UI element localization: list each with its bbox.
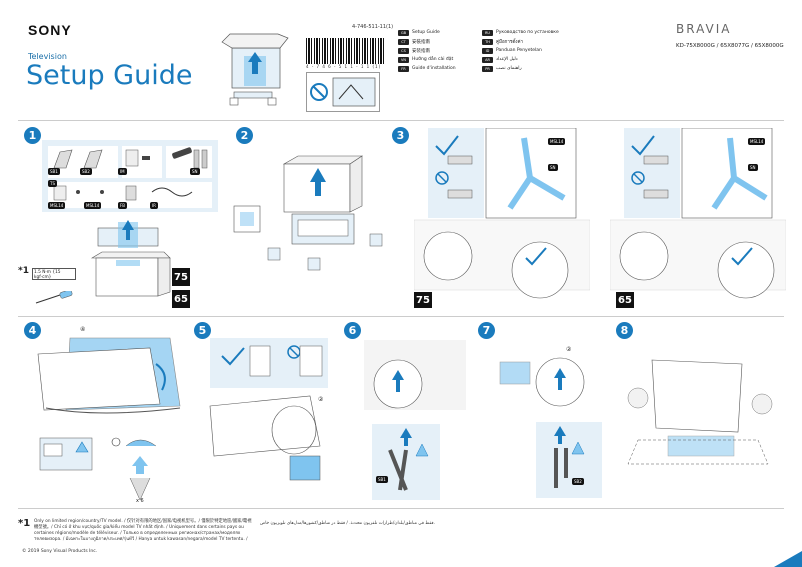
step3-65-illustration xyxy=(610,128,786,308)
step5-marker: ② xyxy=(318,396,324,403)
part-label: SN xyxy=(190,168,200,175)
size-badge-75: 75 xyxy=(414,292,432,308)
step7-marker: ② xyxy=(566,346,572,353)
divider xyxy=(18,120,784,121)
page-title: Setup Guide xyxy=(26,60,193,91)
stand-label: SN xyxy=(748,164,758,171)
screw-label: MSL14 xyxy=(548,138,566,145)
part-label: IM xyxy=(118,168,127,175)
footnote-text: Only on limited region/country/TV model.… xyxy=(34,519,252,542)
footnote-marker: *1 xyxy=(18,266,29,276)
step3-75-illustration xyxy=(414,128,590,308)
divider xyxy=(18,508,784,509)
step-number: 1 xyxy=(24,127,41,144)
step-number: 4 xyxy=(24,322,41,339)
part-label: SB1 xyxy=(376,476,388,483)
copyright: © 2019 Sony Visual Products Inc. xyxy=(22,549,98,554)
warning-illustration xyxy=(306,72,380,112)
step4-marker: ④ xyxy=(80,326,86,333)
part-label: TS xyxy=(48,180,57,187)
step5-illustration xyxy=(200,336,338,496)
size-badge-65: 65 xyxy=(172,290,190,308)
step-number: 5 xyxy=(194,322,211,339)
stand-label: SN xyxy=(548,164,558,171)
step-number: 6 xyxy=(344,322,361,339)
barcode-number: 4 - 7 4 6 - 5 1 1 - 1 1 (1) xyxy=(306,64,382,69)
part-label: SB1 xyxy=(48,168,60,175)
header-box-illustration xyxy=(218,28,290,108)
size-badge-75: 75 xyxy=(172,268,190,286)
step-number: 2 xyxy=(236,127,253,144)
size-badge-65: 65 xyxy=(616,292,634,308)
product-category: Television xyxy=(28,52,67,61)
screw-label: MSL14 xyxy=(748,138,766,145)
footnote-arabic: فقط في مناطق/بلدان/طرازات تلفزيون محددة.… xyxy=(260,521,435,526)
torque-note: 1.5 N·m {15 kgf·cm} xyxy=(32,268,76,280)
footnote-marker: *1 xyxy=(18,518,31,529)
brand-logo: SONY xyxy=(28,22,72,38)
step-number: 7 xyxy=(478,322,495,339)
part-label: MSL14 xyxy=(84,202,102,209)
document-number: 4-746-511-11(1) xyxy=(352,24,394,30)
page-corner xyxy=(774,551,802,567)
part-label: SB2 xyxy=(80,168,92,175)
barcode xyxy=(306,38,384,64)
part-label: MSL14 xyxy=(48,202,66,209)
step-number: 3 xyxy=(392,127,409,144)
model-list: KD-75X8000G / 65X8077G / 65X8000G xyxy=(676,43,784,49)
divider xyxy=(18,316,784,317)
box-illustration xyxy=(88,218,174,306)
parts-panel xyxy=(42,140,218,212)
step4-illustration xyxy=(30,334,190,504)
step2-illustration xyxy=(232,150,392,280)
part-label: SB2 xyxy=(572,478,584,485)
step8-illustration xyxy=(618,344,782,474)
part-label: IR xyxy=(150,202,158,209)
step-number: 8 xyxy=(616,322,633,339)
part-label: FB xyxy=(118,202,128,209)
step7-illustration xyxy=(496,338,606,498)
quantity-label: x 6 xyxy=(136,498,144,504)
step6-illustration xyxy=(360,340,470,500)
screwdriver-icon xyxy=(34,289,74,309)
series-logo: BRAVIA xyxy=(676,22,732,36)
